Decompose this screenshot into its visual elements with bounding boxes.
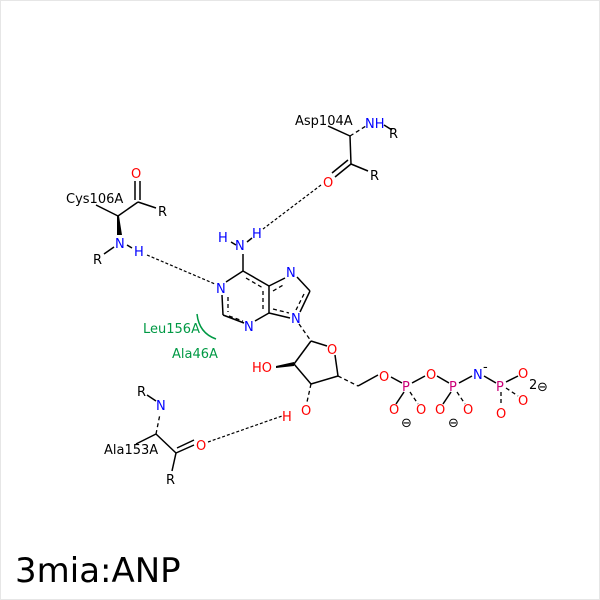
ala153-n-label: N — [156, 399, 166, 414]
residue-label-ala153a: Ala153A — [104, 443, 158, 458]
o-label: O — [496, 407, 506, 422]
charge-multiplier-label: 2 — [529, 378, 537, 393]
amine-h1-label: H — [218, 231, 228, 246]
asp-nh-label: NH — [365, 117, 385, 132]
o3-label: O — [301, 404, 311, 419]
charge-minus-icon: ⊖ — [401, 416, 412, 431]
o-label: O — [463, 403, 473, 418]
n3-label: N — [244, 320, 254, 335]
residue-label-cys106a: Cys106A — [66, 192, 123, 207]
residue-bonds — [95, 124, 393, 472]
hydrophobic-contact-arc — [196, 313, 217, 340]
diagram-title: 3mia:ANP — [15, 551, 181, 591]
n1-label: N — [216, 282, 226, 297]
p-beta-label: P — [449, 380, 457, 395]
residue-label-asp104a: Asp104A — [295, 114, 353, 129]
bridge-n-label: N — [473, 368, 483, 383]
ala153-r-label: R — [137, 385, 146, 400]
h3-label: H — [282, 410, 292, 425]
asp-r-label: R — [389, 127, 398, 142]
cys-r2-label: R — [93, 253, 102, 268]
residue-label-ala46a: Ala46A — [172, 347, 218, 362]
p-alpha-label: P — [402, 380, 410, 395]
ala153-r2-label: R — [166, 473, 175, 488]
n-minus-label: - — [483, 360, 488, 375]
asp-o-label: O — [323, 176, 333, 191]
ala153-o-label: O — [196, 439, 206, 454]
cys-n-label: N — [115, 237, 125, 252]
p-gamma-label: P — [496, 380, 504, 395]
cys-o-label: O — [131, 167, 141, 182]
o-label: O — [416, 403, 426, 418]
o-label: O — [435, 403, 445, 418]
adenine-bonds — [221, 237, 311, 324]
o-label: O — [389, 403, 399, 418]
residue-label-leu156a: Leu156A — [143, 322, 200, 337]
o-label: O — [518, 367, 528, 382]
asp-r2-label: R — [370, 169, 379, 184]
charge-minus-icon: ⊖ — [537, 380, 548, 395]
hydrogen-bonds — [146, 184, 322, 443]
cys-h-label: H — [134, 245, 144, 260]
amine-h2-label: H — [252, 227, 262, 242]
o-label: O — [518, 394, 528, 409]
ho-label: HO — [252, 361, 272, 376]
o5-label: O — [379, 370, 389, 385]
amine-n-label: N — [235, 239, 245, 254]
charge-minus-icon: ⊖ — [448, 416, 459, 431]
o4-label: O — [327, 343, 337, 358]
bridge-o-label: O — [426, 368, 436, 383]
cys-r-label: R — [158, 205, 167, 220]
ribose-bonds — [276, 323, 519, 406]
n7-label: N — [286, 266, 296, 281]
n9-label: N — [291, 312, 301, 327]
